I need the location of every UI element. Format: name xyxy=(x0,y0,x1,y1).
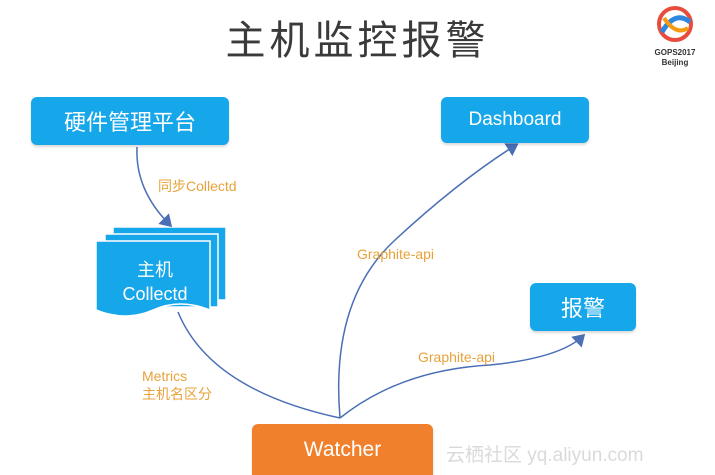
edge-label-graphite-alarm: Graphite-api xyxy=(418,349,496,365)
edge-label-graphite-dashboard: Graphite-api xyxy=(357,246,435,262)
alarm-node: 报警 xyxy=(530,283,636,331)
host-label-line1: 主机 xyxy=(137,260,173,280)
host-collectd-node xyxy=(95,226,227,317)
edge-label-sync: 同步Collectd xyxy=(158,178,237,194)
dashboard-node: Dashboard xyxy=(441,97,589,143)
gops-logo: GOPS2017 Beijing xyxy=(640,2,710,72)
slide-title: 主机监控报警 xyxy=(225,18,490,64)
metrics-line2: 主机名区分 xyxy=(142,386,212,402)
arrow-alarm xyxy=(339,333,586,419)
host-label-line2: Collectd xyxy=(122,284,188,304)
hardware-platform-node: 硬件管理平台 xyxy=(31,97,229,145)
logo-line2: Beijing xyxy=(661,58,689,67)
watermark: 云栖社区 yq.aliyun.com xyxy=(446,445,644,466)
host-collectd-label: 主机 Collectd xyxy=(100,258,210,306)
watcher-node: Watcher xyxy=(252,424,433,475)
gops-logo-icon xyxy=(657,6,693,42)
edge-label-metrics: Metrics 主机名区分 xyxy=(142,367,212,403)
logo-line1: GOPS2017 xyxy=(654,48,696,57)
arrow-dashboard xyxy=(337,143,519,419)
arrow-sync xyxy=(136,146,173,228)
arrow-metrics xyxy=(177,311,341,419)
metrics-line1: Metrics xyxy=(142,368,188,384)
